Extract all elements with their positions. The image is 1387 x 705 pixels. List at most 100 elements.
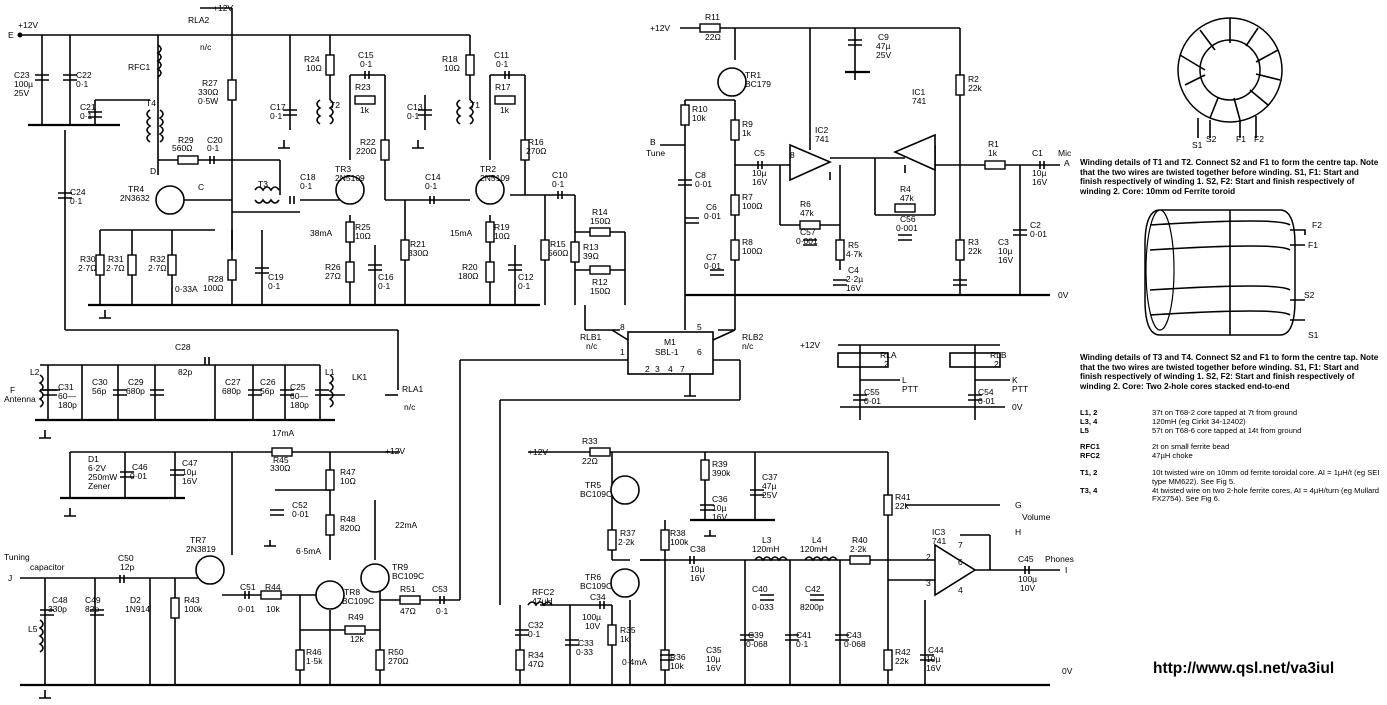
label: 820Ω [340,523,361,533]
label: 22k [895,501,909,511]
label: 100Ω [203,283,224,293]
label: 0·01 [704,211,721,221]
label: L3 [762,535,772,545]
label: C3 [998,237,1009,247]
label: 8 [790,150,795,160]
part-ref: RFC1 [1080,442,1100,452]
label: C51 [240,582,256,592]
label: RLB2 [742,332,764,342]
label: C50 [118,553,134,563]
label: C20 [207,135,223,145]
label: 270Ω [388,656,409,666]
part-ref: RFC2 [1080,451,1100,461]
label: C42 [805,584,821,594]
label: T3 [258,179,268,189]
label: 330p [48,604,67,614]
label: Tune [646,148,665,158]
label: PTT [1012,384,1028,394]
label: 47µH [532,596,553,606]
label: 120mH [800,544,827,554]
label: C11 [494,50,509,60]
label: 10µ [690,564,704,574]
label: F1 [1236,134,1246,144]
label: R22 [360,137,376,147]
label: C38 [690,544,706,554]
label: R33 [582,436,598,446]
label: C45 [1018,554,1034,564]
label: R14 [592,207,608,217]
label: 10V [1020,583,1035,593]
part-ref: T1, 2 [1080,467,1098,477]
label: RFC1 [128,62,150,72]
label: R48 [340,514,356,524]
label: TR3 [335,164,351,174]
label: 82p [85,604,99,614]
capacitor-symbols [35,39,1045,661]
label: 1k [988,148,998,158]
label: 0·33A [175,284,198,294]
label: +12V [18,20,38,30]
label: 1 [620,347,625,357]
part-ref: L3, 4 [1080,416,1098,426]
label: 0·1 [70,196,83,206]
source-url[interactable]: http://www.qsl.net/va3iul [1153,660,1335,677]
label: 16V [846,283,861,293]
label: 82p [178,367,192,377]
label: 16V [998,255,1013,265]
label: R20 [462,262,478,272]
label: 8 [620,322,625,332]
label: 741 [815,134,829,144]
label: C21 [80,102,96,112]
component-labels: E +12V C23 100µ 25V C22 0·1 C21 0·1 RFC1… [4,3,1322,676]
label: D2 [130,595,141,605]
label: M1 [664,337,676,347]
label: A [1064,158,1070,168]
label: 0·01 [864,396,881,406]
label: R29 [178,135,194,145]
label: 2·2k [618,537,635,547]
label: 38mA [310,228,333,238]
label: 2·7Ω [78,263,97,273]
label: C9 [878,32,889,42]
label: C36 [712,494,728,504]
part-desc: 4t twisted wire on two 2-hole ferrite co… [1152,485,1380,504]
label: 10µ [926,654,940,664]
label: R9 [742,119,753,129]
label: 220Ω [356,146,377,156]
label: 680p [126,386,145,396]
label: 1k [500,105,510,115]
label: 180Ω [458,271,479,281]
label: C48 [52,595,68,605]
part-ref: T3, 4 [1080,485,1098,495]
label: Volume [1022,512,1051,522]
label: 330Ω [408,248,429,258]
label: TR9 [392,562,408,572]
label: 2 [884,359,889,369]
label: 47k [800,208,814,218]
label: 10V [585,621,600,631]
fig6-caption: Winding details of T3 and T4. Connect S2… [1080,353,1380,391]
label: 150Ω [590,286,611,296]
label: 5 [697,322,702,332]
label: C37 [762,472,778,482]
label: K [1012,375,1018,385]
label: R46 [306,647,322,657]
label: 1·5k [306,656,323,666]
label: 2 [994,359,999,369]
label: 0·1 [436,606,449,616]
label: R11 [705,12,720,22]
fig5-caption-text: Winding details of T1 and T2. Connect S2… [1080,158,1379,196]
label: 0·1 [796,639,809,649]
label: C41 [796,630,812,640]
label: 17mA [272,428,295,438]
label: S1 [1192,140,1203,150]
label: R45 [273,455,289,465]
label: 10µ [712,503,726,513]
label: 39Ω [583,251,599,261]
ground-symbols [39,72,906,699]
label: 0·01 [695,179,712,189]
label: R41 [895,492,911,502]
label: 47µ [876,41,890,51]
label: 12p [120,562,134,572]
label: L4 [812,535,822,545]
